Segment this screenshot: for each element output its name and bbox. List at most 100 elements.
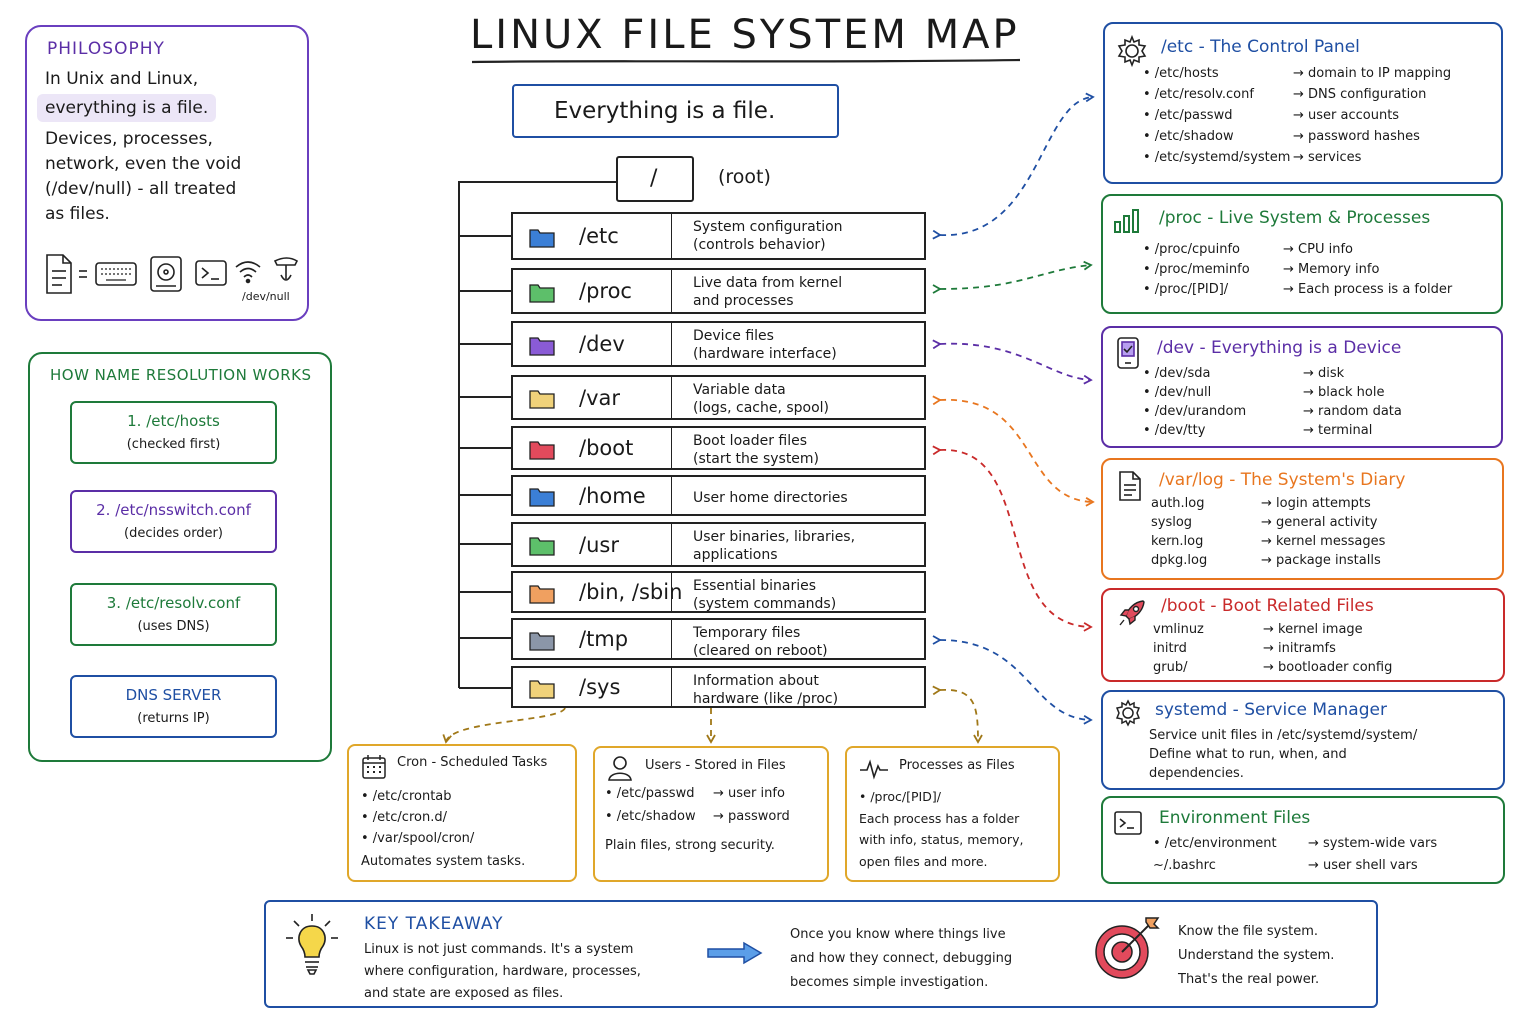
log-file-icon	[1119, 471, 1141, 501]
tree-row-divider	[671, 214, 672, 258]
tree-row-name: /proc	[579, 279, 632, 303]
card-cron-footer: Automates system tasks.	[361, 854, 526, 869]
resolution-step[interactable]: DNS SERVER(returns IP)	[70, 675, 277, 738]
tree-row-description: Essential binaries (system commands)	[693, 578, 837, 612]
gear-icon	[1115, 699, 1141, 727]
list-item-key: ~/.bashrc	[1153, 858, 1216, 873]
tree-row-divider	[671, 620, 672, 658]
device-icon	[1117, 337, 1139, 369]
systemd-line: dependencies.	[1149, 766, 1244, 781]
list-item-value: → general activity	[1261, 515, 1378, 530]
void-icon	[273, 257, 299, 281]
bar-chart-icon	[1114, 209, 1139, 233]
tree-row-description: Device files (hardware interface)	[693, 328, 837, 362]
list-item-value: → user shell vars	[1308, 858, 1418, 873]
connector-etc	[932, 92, 1095, 240]
card-cron[interactable]: Cron - Scheduled Tasks • /etc/crontab • …	[347, 744, 577, 882]
rocket-icon	[1119, 600, 1145, 626]
panel-systemd-title: systemd - Service Manager	[1155, 700, 1387, 720]
tree-row-divider	[671, 477, 672, 514]
panel-systemd-lines: Service unit files in /etc/systemd/syste…	[1149, 726, 1417, 783]
list-item-key: • /etc/shadow	[605, 809, 696, 824]
panel-dev[interactable]: /dev - Everything is a Device • /dev/sda…	[1101, 326, 1503, 448]
panel-proc[interactable]: /proc - Live System & Processes • /proc/…	[1101, 194, 1503, 314]
tree-row-name: /etc	[579, 224, 619, 248]
panel-env[interactable]: Environment Files • /etc/environment→ sy…	[1101, 796, 1505, 884]
tree-row-name: /usr	[579, 533, 619, 557]
tree-row-name: /home	[579, 484, 646, 508]
folder-icon	[529, 537, 555, 556]
panel-boot[interactable]: /boot - Boot Related Files vmlinuz→ kern…	[1101, 588, 1505, 682]
user-icon	[608, 756, 632, 781]
devnull-label: /dev/null	[242, 290, 290, 303]
philosophy-highlight: everything is a file.	[37, 94, 217, 122]
list-item-key: grub/	[1153, 660, 1188, 675]
wifi-icon	[235, 261, 261, 284]
root-node[interactable]: /	[616, 156, 694, 202]
list-item-value: → domain to IP mapping	[1293, 66, 1452, 81]
takeaway-right-line: That's the real power.	[1178, 972, 1320, 987]
tree-row-description: Information about hardware (like /proc)	[693, 673, 839, 707]
tree-row[interactable]: /var Variable data (logs, cache, spool)	[511, 375, 926, 420]
list-item-key: • /dev/tty	[1143, 423, 1206, 438]
calendar-icon	[362, 755, 386, 779]
connector-var	[932, 395, 1095, 507]
tree-row-divider	[671, 323, 672, 365]
takeaway-card: KEY TAKEAWAY Linux is not just commands.…	[264, 900, 1378, 1008]
card-processes[interactable]: Processes as Files • /proc/[PID]/ Each p…	[845, 746, 1060, 882]
resolution-step[interactable]: 3. /etc/resolv.conf(uses DNS)	[70, 583, 277, 646]
processes-line: • /proc/[PID]/	[859, 789, 941, 804]
takeaway-left-line: and state are exposed as files.	[364, 986, 564, 1001]
takeaway-middle: Once you know where things live and how …	[790, 923, 1012, 995]
resolution-step-sub: (uses DNS)	[137, 619, 210, 634]
folder-icon	[529, 632, 555, 651]
list-item-value: → Memory info	[1283, 262, 1380, 277]
list-item-key: • /dev/urandom	[1143, 404, 1247, 419]
keyboard-icon	[95, 262, 137, 286]
systemd-line: Define what to run, when, and	[1149, 747, 1347, 762]
card-users-title: Users - Stored in Files	[645, 758, 786, 773]
philosophy-body-line: as files.	[45, 204, 110, 224]
list-item-key: • /etc/passwd	[1143, 108, 1233, 123]
panel-systemd[interactable]: systemd - Service Manager Service unit f…	[1101, 690, 1505, 790]
list-item-value: → user info	[713, 786, 785, 801]
gear-icon	[1117, 34, 1147, 68]
tagline: Everything is a file.	[554, 98, 776, 124]
tree-row-name: /var	[579, 386, 621, 410]
root-label: (root)	[718, 166, 771, 188]
list-item-value: → Each process is a folder	[1283, 282, 1453, 297]
list-item-key: • /etc/environment	[1153, 836, 1277, 851]
card-processes-lines: • /proc/[PID]/ Each process has a folder…	[859, 786, 1023, 872]
resolution-step-sub: (checked first)	[126, 437, 221, 452]
panel-etc[interactable]: /etc - The Control Panel • /etc/hosts→ d…	[1103, 22, 1503, 184]
resolution-step[interactable]: 1. /etc/hosts(checked first)	[70, 401, 277, 464]
terminal-icon	[1114, 811, 1142, 835]
panel-varlog[interactable]: /var/log - The System's Diary auth.log→ …	[1101, 458, 1504, 580]
folder-icon	[529, 680, 555, 699]
takeaway-right-line: Understand the system.	[1178, 948, 1335, 963]
list-item-key: • /etc/shadow	[1143, 129, 1234, 144]
list-item-value: → password	[713, 809, 790, 824]
card-users[interactable]: Users - Stored in Files • /etc/passwd→ u…	[593, 746, 829, 882]
panel-dev-title: /dev - Everything is a Device	[1157, 338, 1402, 358]
panel-etc-title: /etc - The Control Panel	[1161, 37, 1360, 57]
philosophy-icons	[46, 254, 299, 294]
takeaway-right: Know the file system. Understand the sys…	[1178, 920, 1334, 992]
connector-boot	[932, 445, 1093, 632]
page-title: LINUX FILE SYSTEM MAP	[470, 12, 1020, 58]
resolution-step[interactable]: 2. /etc/nsswitch.conf(decides order)	[70, 490, 277, 553]
list-item-value: → black hole	[1303, 385, 1385, 400]
target-icon	[1095, 917, 1160, 979]
tree-row-description: Variable data (logs, cache, spool)	[693, 382, 830, 416]
disk-icon	[150, 256, 182, 292]
